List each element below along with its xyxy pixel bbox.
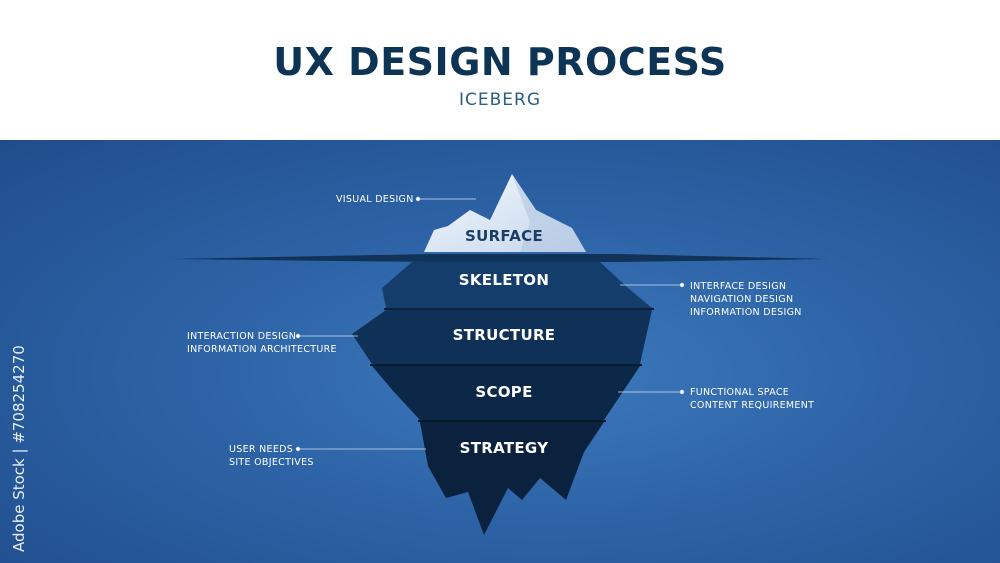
layer-label-skeleton: SKELETON — [458, 271, 550, 289]
leader-dot — [415, 196, 421, 202]
band-structure — [352, 310, 652, 364]
band-skeleton — [382, 262, 652, 308]
leader-dot — [679, 389, 685, 395]
annotation-line: USER NEEDS — [229, 444, 294, 455]
layer-label-structure: STRUCTURE — [452, 326, 556, 344]
page-title: UX DESIGN PROCESS — [273, 40, 727, 84]
annotation-user: USER NEEDS SITE OBJECTIVES — [229, 443, 314, 469]
layer-label-scope: SCOPE — [475, 383, 533, 401]
layer-label-strategy: STRATEGY — [459, 439, 549, 457]
stock-watermark: Adobe Stock | #708254270 — [10, 322, 32, 552]
page-subtitle: ICEBERG — [458, 90, 541, 110]
band-strategy — [420, 422, 604, 535]
layer-label-surface: SURFACE — [464, 227, 544, 245]
stock-watermark-text: Adobe Stock | #708254270 — [10, 345, 28, 552]
annotation-visual: VISUAL DESIGN — [336, 193, 414, 206]
annotation-line: INFORMATION DESIGN — [690, 307, 802, 318]
iceberg-tip-shadow — [512, 174, 586, 252]
annotation-line: INFORMATION ARCHITECTURE — [187, 344, 337, 355]
annotation-line: FUNCTIONAL SPACE — [690, 387, 790, 398]
leader-dot — [295, 446, 301, 452]
annotation-line: NAVIGATION DESIGN — [690, 294, 794, 305]
annotation-interaction: INTERACTION DESIGN INFORMATION ARCHITECT… — [187, 330, 337, 356]
annotation-functional: FUNCTIONAL SPACE CONTENT REQUIREMENT — [690, 386, 814, 412]
header: UX DESIGN PROCESS ICEBERG — [0, 0, 1000, 140]
leader-dot — [295, 333, 301, 339]
annotation-line: INTERFACE DESIGN — [690, 281, 787, 292]
annotation-interface: INTERFACE DESIGN NAVIGATION DESIGN INFOR… — [690, 280, 802, 319]
annotation-line: SITE OBJECTIVES — [229, 457, 314, 468]
annotation-line: INTERACTION DESIGN — [187, 331, 297, 342]
leader-dot — [679, 282, 685, 288]
band-scope — [372, 366, 640, 420]
annotation-line: VISUAL DESIGN — [336, 194, 414, 205]
water-line — [172, 254, 828, 262]
annotation-line: CONTENT REQUIREMENT — [690, 400, 815, 411]
